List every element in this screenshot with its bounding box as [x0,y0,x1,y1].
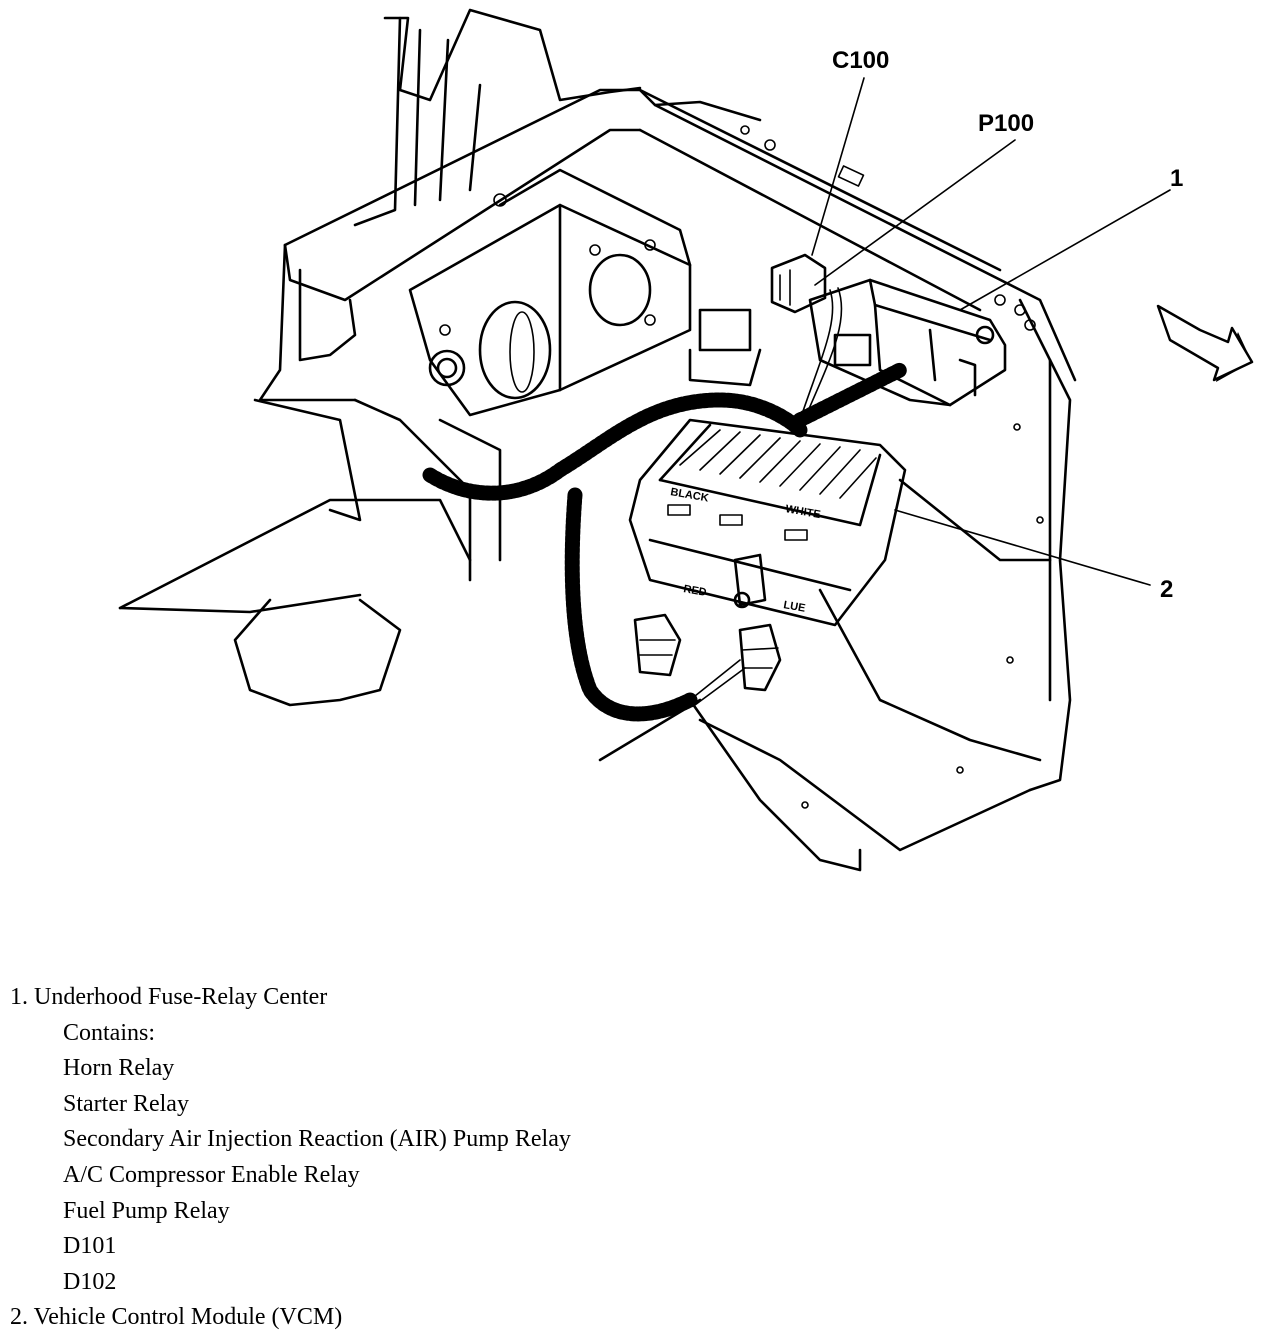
wiring-harness [422,287,908,722]
legend-item-title: Vehicle Control Module (VCM) [33,1304,343,1331]
callout-2: 2 [1160,576,1173,603]
legend-content-item: Starter Relay [63,1090,189,1117]
component-location-diagram: BLACK WHITE RED LUE C100 P100 1 2 [118,8,1254,872]
legend-item-number: 2. [10,1304,28,1331]
legend-content-item: Fuel Pump Relay [63,1197,230,1224]
legend-contains-label: Contains: [63,1019,156,1046]
legend-item-1: 1. Underhood Fuse-Relay Center [10,980,1250,1016]
underhood-fuse-relay-center [688,278,1007,407]
callout-1: 1 [1170,165,1183,192]
callout-labels: C100 P100 1 2 [832,47,1183,603]
legend-content-item: A/C Compressor Enable Relay [63,1161,360,1188]
body-structure [118,8,1077,872]
leader-lines [811,77,1171,586]
callout-p100: P100 [978,110,1034,137]
blue-connector-label: LUE [782,599,806,615]
legend-item-2: 2. Vehicle Control Module (VCM) [10,1300,1250,1336]
legend-content-item: Horn Relay [63,1055,175,1082]
callout-c100: C100 [832,47,889,74]
component-legend: 1. Underhood Fuse-Relay Center Contains:… [10,980,1250,1336]
white-connector-label: WHITE [784,503,821,521]
legend-content-item: D101 [63,1233,117,1260]
legend-item-title: Underhood Fuse-Relay Center [34,984,328,1010]
red-connector-label: RED [682,583,707,599]
connector-c100 [770,253,827,314]
vehicle-control-module: BLACK WHITE RED LUE [628,418,907,692]
legend-content-item: D102 [63,1268,117,1295]
legend-content-item: Secondary Air Injection Reaction (AIR) P… [63,1126,571,1153]
legend-item-number: 1. [10,984,28,1010]
forward-arrow-icon [1156,304,1254,382]
